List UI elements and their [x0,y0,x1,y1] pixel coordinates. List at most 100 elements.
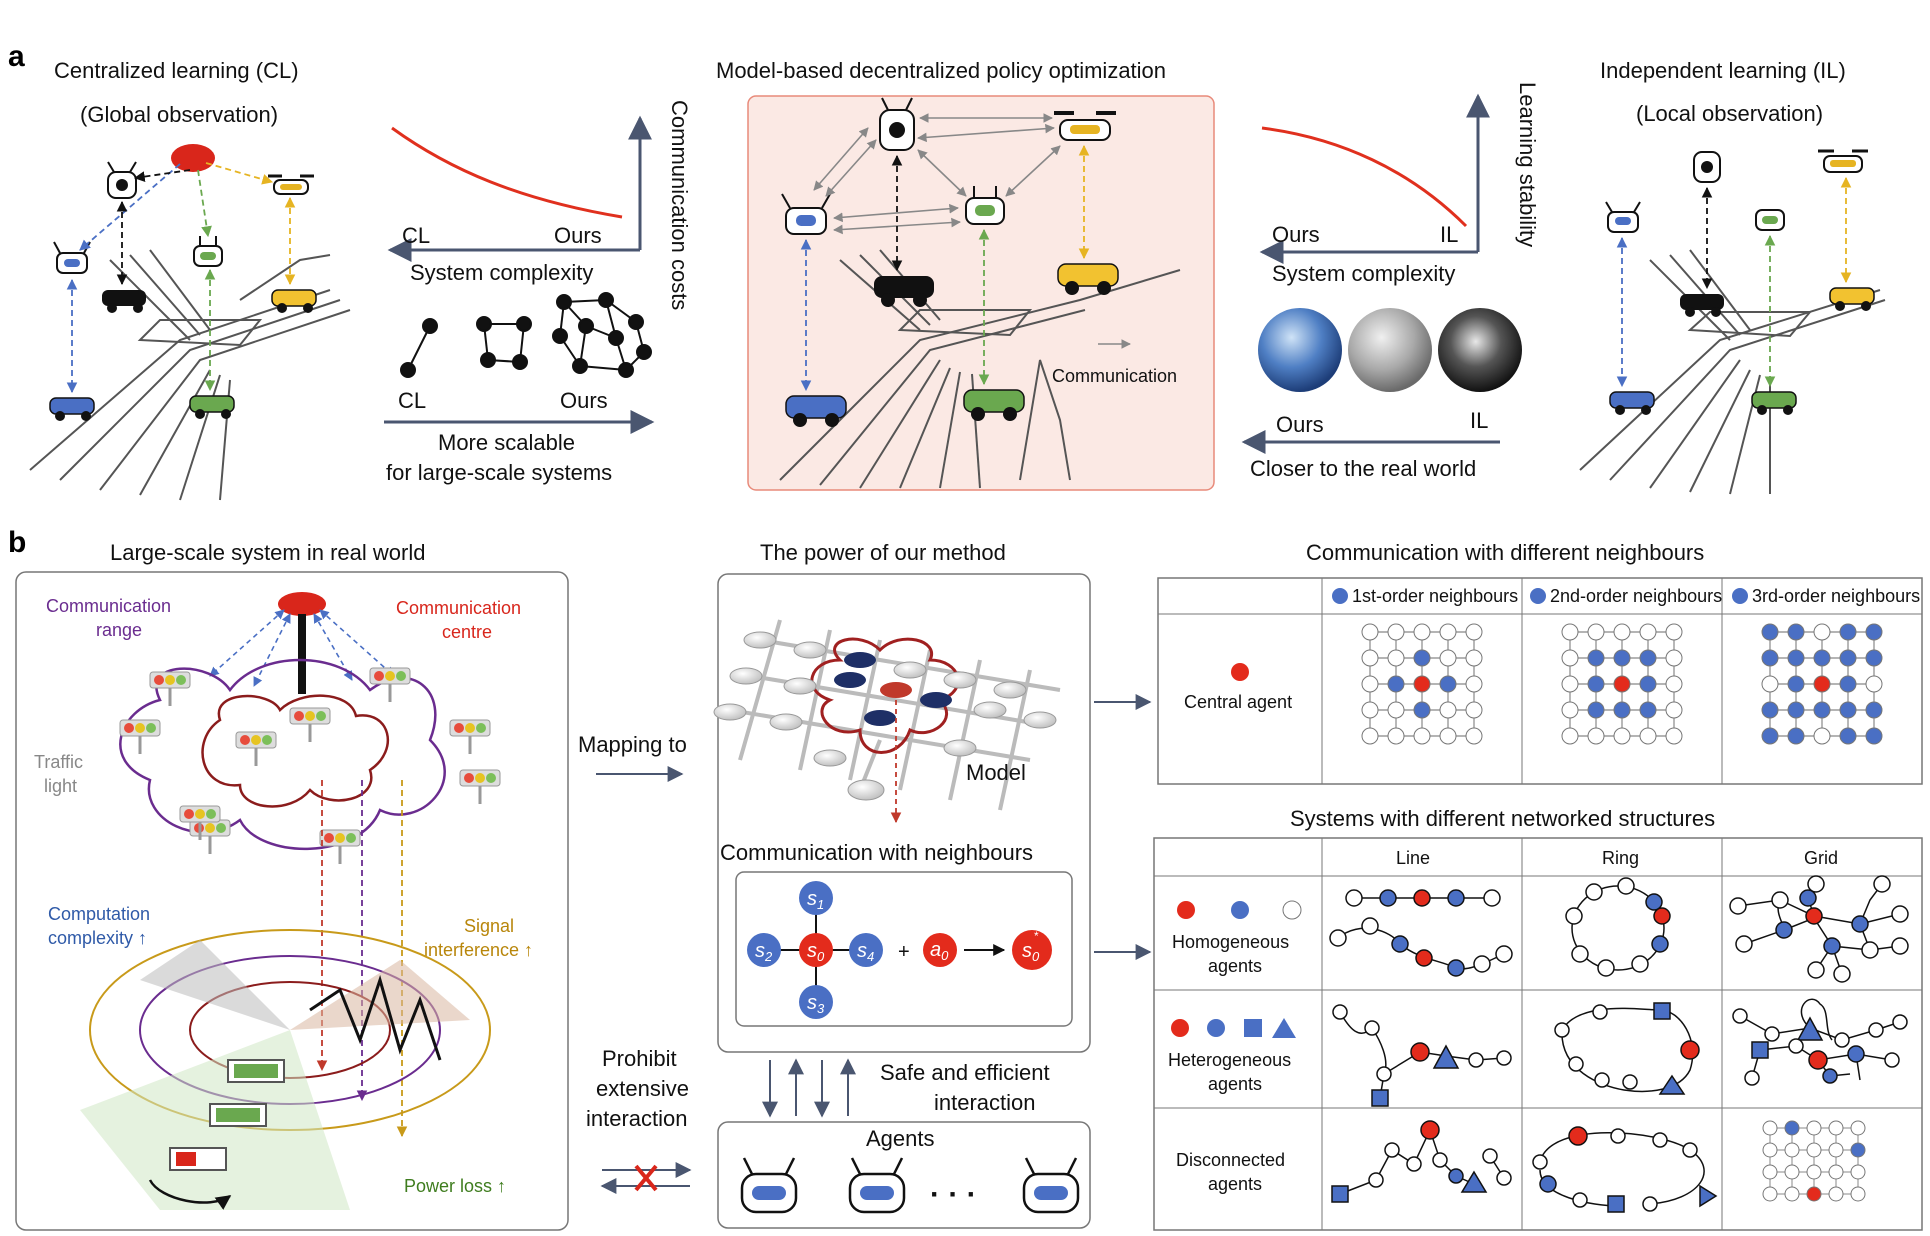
robot-icon [879,97,915,151]
comp-complexity-label-1: Computation [48,904,150,924]
disc-grid-graph [1762,1120,1866,1202]
grid-node [1639,623,1657,641]
grid-node [1828,1120,1844,1136]
grid-node [1361,649,1379,667]
grid-node [1665,623,1683,641]
panel-b-letter: b [8,526,26,559]
prohibit-label-3: interaction [586,1106,688,1131]
stab-left-label: Ours [1272,222,1320,247]
center-title: Model-based decentralized policy optimiz… [716,58,1166,83]
grid-node [1865,623,1883,641]
grid-node [1465,701,1483,719]
communication-centre-icon [171,144,215,172]
grid-node [1613,675,1631,693]
grid-node [1561,649,1579,667]
structures-table: Line Ring Grid Homogeneous agents Hetero… [1153,837,1923,1231]
cl-subtitle: (Global observation) [80,102,278,127]
prohibit-label-1: Prohibit [602,1046,677,1071]
grid-node [1813,623,1831,641]
grid-node [1839,701,1857,719]
car-blue-icon [1609,391,1655,415]
grid-node [1613,727,1631,745]
row-heter-1: Heterogeneous [1168,1050,1291,1070]
grid-node [1839,623,1857,641]
grid-node [1806,1142,1822,1158]
grid-node [1561,727,1579,745]
grid-node [1761,727,1779,745]
homog-line-graph [1329,889,1513,977]
row-homog-2: agents [1208,956,1262,976]
cl-title: Centralized learning (CL) [54,58,299,83]
comm-diff-title: Communication with different neighbours [1306,540,1704,565]
model-label: Model [966,760,1026,785]
grid-node [1865,649,1883,667]
grid-node [1387,727,1405,745]
grid-node [1787,727,1805,745]
grid-node [1787,649,1805,667]
earth-bw-icon [1438,308,1522,392]
robot-arm-icon [781,193,831,235]
car-blue-icon [49,397,95,421]
panel-a-letter: a [8,40,25,73]
grid-node [1828,1164,1844,1180]
grid-node [1784,1142,1800,1158]
grid-node [1413,701,1431,719]
model-box: Model Communication with neighbours s1 s… [713,573,1091,1053]
robot-icon [107,161,137,199]
prohibit-arrows [600,1162,692,1194]
grid-node [1787,623,1805,641]
robot-arm-icon [53,241,91,274]
grid-node [1828,1142,1844,1158]
mapping-to-label: Mapping to [578,732,687,757]
drone-icon [1054,111,1116,141]
grid-node [1761,623,1779,641]
scal-caption-2: for large-scale systems [386,460,612,485]
traffic-light-icons [119,667,501,864]
stab-right-label: IL [1440,222,1458,247]
il-subtitle: (Local observation) [1636,101,1823,126]
car-green-icon [1751,391,1797,415]
server-rack-icon [169,1059,285,1171]
il-scene [1579,149,1886,495]
interaction-arrows [762,1058,856,1118]
system-complexity-label-2: System complexity [1272,261,1455,286]
signal-interf-label-2: interference ↑ [424,940,533,960]
homog-legend [1177,900,1302,920]
grid-node [1413,675,1431,693]
comm-costs-axis-label: Communication costs [667,100,692,310]
drone-icon [268,174,314,195]
grid-node [1784,1186,1800,1202]
grid-node [1587,701,1605,719]
traffic-light-label-1: Traffic [34,752,83,772]
signal-noise-icon [309,974,442,1061]
grid-node [1813,675,1831,693]
row-homog-1: Homogeneous [1172,932,1289,952]
large-system-title: Large-scale system in real world [110,540,425,565]
row-heter-2: agents [1208,1074,1262,1094]
car-black-icon [874,276,934,307]
grid-node [1850,1164,1866,1180]
grid-node [1665,649,1683,667]
earth-images: Ours IL Closer to the real world [1241,308,1522,481]
learning-stability-chart: Learning stability Ours IL System comple… [1259,82,1540,286]
grid-node [1465,675,1483,693]
grid-node [1665,675,1683,693]
car-yellow-icon [1829,287,1875,311]
state-s1 [799,881,833,915]
grid-node [1439,675,1457,693]
grid-node [1413,727,1431,745]
grid-node [1465,623,1483,641]
state-s4 [849,933,883,967]
grid-node [1762,1142,1778,1158]
agents-ellipsis: · · · [930,1178,977,1211]
prohibit-x-icon [634,1164,658,1192]
grid-node [1762,1120,1778,1136]
grid-node [1806,1164,1822,1180]
grid-node [1587,649,1605,667]
grid-node [1761,675,1779,693]
grid-node [1787,675,1805,693]
road-network-icon [29,249,351,501]
grid-node [1561,675,1579,693]
grid-node [1387,675,1405,693]
systems-title: Systems with different networked structu… [1290,806,1715,831]
